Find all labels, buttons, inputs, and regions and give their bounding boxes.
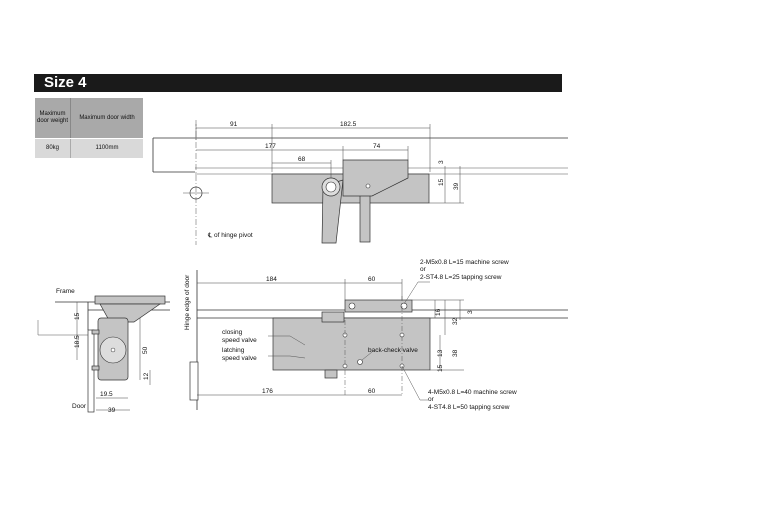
side-dim-label-15: 15 (74, 312, 81, 320)
top-view: 91 182.5 177 74 68 3 15 39 ℄ of hinge pi… (152, 120, 568, 245)
leader-screw-top (403, 281, 430, 305)
door-leaf (87, 329, 95, 413)
leader-closing-valve (268, 335, 306, 346)
value-max-door-width: 1100mm (71, 139, 143, 158)
hinge-leaf (189, 361, 199, 401)
latching-valve-label-2: speed valve (222, 355, 257, 362)
arm-shoe-front (321, 311, 345, 323)
screw-top-label-1: 2-M5x0.8 L=15 machine screw (420, 259, 509, 266)
back-check-valve-icon (357, 359, 363, 365)
front-dim-label-13: 13 (437, 349, 444, 357)
pinion-bottom (324, 369, 338, 379)
value-max-door-weight: 80kg (35, 139, 71, 158)
front-dim-label-60-top: 60 (368, 276, 376, 283)
leader-screw-bottom (401, 365, 428, 401)
latching-valve-label-1: latching (222, 347, 245, 354)
front-dim-label-3: 3 (467, 310, 474, 314)
front-dim-label-32: 32 (452, 317, 459, 325)
screw-head (91, 365, 100, 371)
header-max-door-width: Maximum door width (71, 98, 143, 138)
dim-label-15: 15 (438, 178, 445, 186)
front-dim-label-184: 184 (266, 276, 277, 283)
front-dim-label-60-bottom: 60 (368, 388, 376, 395)
bracket-screw (348, 302, 356, 310)
side-dim-label-12: 12 (143, 372, 150, 380)
front-dim-label-15: 15 (437, 364, 444, 372)
screw-bottom-label-1: 4-M5x0.8 L=40 machine screw (428, 389, 517, 396)
page-title: Size 4 (44, 74, 87, 91)
dim-label-177: 177 (265, 143, 276, 150)
dim-label-74: 74 (373, 143, 381, 150)
front-dim-label-16: 16 (435, 308, 442, 316)
leader-back-check (361, 351, 373, 361)
closing-valve-label-2: speed valve (222, 337, 257, 344)
screw-head (91, 329, 100, 335)
frame-label: Frame (56, 288, 75, 295)
side-dim-label-50: 50 (142, 346, 149, 354)
arm-bracket (342, 159, 409, 197)
side-dim-label-19-5: 19.5 (100, 391, 113, 398)
closing-valve-label-1: closing (222, 329, 243, 336)
back-check-valve-label: back-check valve (368, 347, 418, 354)
bracket-plate-front (344, 299, 413, 313)
closer-body-front (272, 317, 431, 371)
leader-latching-valve (268, 355, 306, 359)
door-label: Door (72, 403, 87, 410)
frame-profile (37, 320, 88, 336)
arm-profile (99, 303, 162, 323)
front-dim-label-38: 38 (452, 349, 459, 357)
side-dim-label-18-5: 18.5 (74, 335, 81, 348)
title-bar: Size 4 (34, 74, 562, 92)
arm-pin (365, 183, 371, 189)
screw-top-label-2: or (420, 266, 427, 273)
header-max-door-weight: Maximum door weight (35, 98, 71, 138)
hinge-pivot-label: ℄ of hinge pivot (207, 232, 253, 239)
pinion-inner (325, 181, 337, 193)
hinge-edge-label: Hinge edge of door (184, 274, 191, 330)
screw-top-label-3: 2-ST4.8 L=25 tapping screw (420, 274, 502, 281)
dim-label-91: 91 (230, 121, 238, 128)
frame-bracket (94, 295, 166, 305)
front-view: Hinge edge of door 184 60 176 60 16 32 3… (184, 259, 568, 411)
front-dim-label-176: 176 (262, 388, 273, 395)
spec-table: Maximum door weight Maximum door width 8… (35, 98, 143, 158)
bracket-screw (400, 302, 408, 310)
side-view: Frame Door 15 18.5 50 12 19.5 39 (37, 288, 170, 414)
screw-bottom-label-3: 4-ST4.8 L=50 tapping screw (428, 404, 510, 411)
dim-label-39: 39 (453, 182, 460, 190)
dim-label-182-5: 182.5 (340, 121, 357, 128)
screw-bottom-label-2: or (428, 396, 435, 403)
side-dim-label-39: 39 (108, 407, 116, 414)
end-cap-screw (110, 347, 116, 353)
dim-label-3: 3 (438, 160, 445, 164)
dim-label-68: 68 (298, 156, 306, 163)
